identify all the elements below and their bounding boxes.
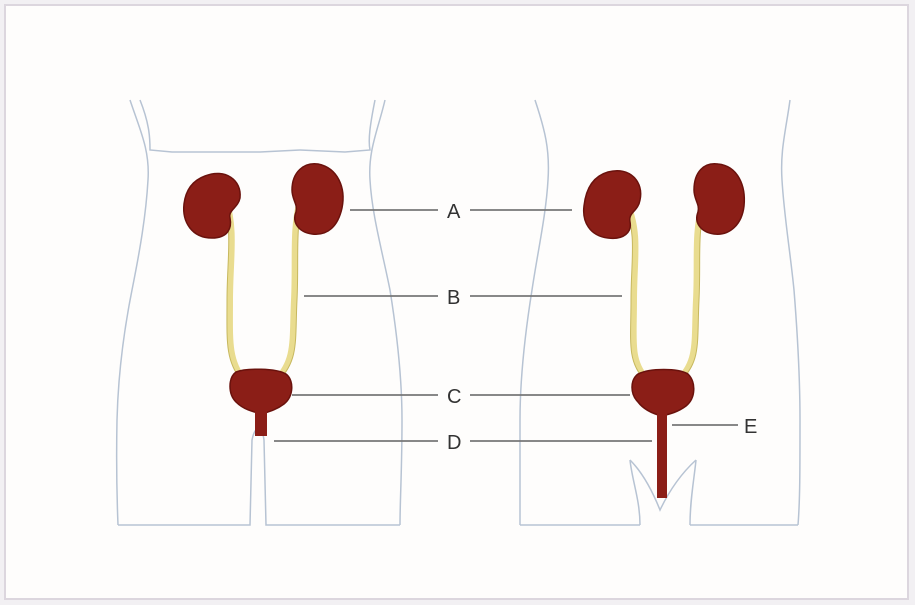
label-e: E	[744, 416, 757, 438]
label-b: B	[447, 287, 460, 309]
left-bladder	[230, 369, 292, 414]
left-body-outline	[117, 100, 402, 525]
left-urethra	[255, 410, 267, 436]
right-bladder	[632, 370, 694, 417]
label-a: A	[447, 201, 461, 223]
left-ureters	[226, 200, 300, 380]
label-c: C	[447, 386, 461, 408]
label-d: D	[447, 432, 461, 454]
right-ureters	[628, 205, 702, 378]
right-figure-left-kidney	[694, 164, 744, 234]
right-urethra	[657, 412, 667, 498]
left-figure-left-kidney	[292, 164, 343, 235]
